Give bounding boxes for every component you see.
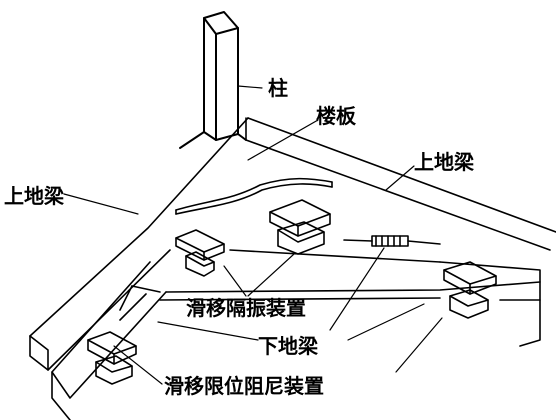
leader-upper-beam-right: [385, 165, 415, 191]
isolation-bearing-a: [175, 229, 225, 277]
leader-isolation-2: [247, 253, 295, 297]
leader-slab: [247, 119, 319, 161]
isolation-bearing-b: [269, 199, 331, 255]
leader-damper-1: [113, 345, 163, 385]
sliding-limit-damping-device-label: 滑移限位阻尼装置: [164, 374, 324, 398]
leader-lower-beam-1: [157, 321, 259, 341]
isolation-bearing-d: [87, 331, 137, 385]
upper-ground-beam-left-label: 上地梁: [4, 184, 64, 208]
leader-lines: [63, 85, 443, 385]
leader-upper-beam-left: [63, 193, 139, 215]
leader-lower-beam-2: [347, 303, 425, 341]
leader-column: [237, 85, 263, 89]
upper-ground-beam-right-label: 上地梁: [414, 150, 474, 174]
sliding-isolation-device-label: 滑移隔振装置: [186, 296, 306, 320]
leader-damper-3: [329, 247, 385, 331]
lower-ground-beam-label: 下地梁: [258, 334, 318, 358]
damping-device: [119, 235, 441, 311]
upper-ground-beam: [29, 117, 556, 371]
lower-ground-beam: [51, 249, 541, 420]
column: [179, 11, 247, 149]
column-label: 柱: [268, 76, 288, 100]
floor-slab: [175, 177, 333, 215]
floor-slab-label: 楼板: [316, 104, 356, 128]
leader-isolation-1: [223, 265, 247, 297]
leader-damper-2: [395, 317, 443, 373]
isolation-bearing-c: [443, 261, 497, 319]
